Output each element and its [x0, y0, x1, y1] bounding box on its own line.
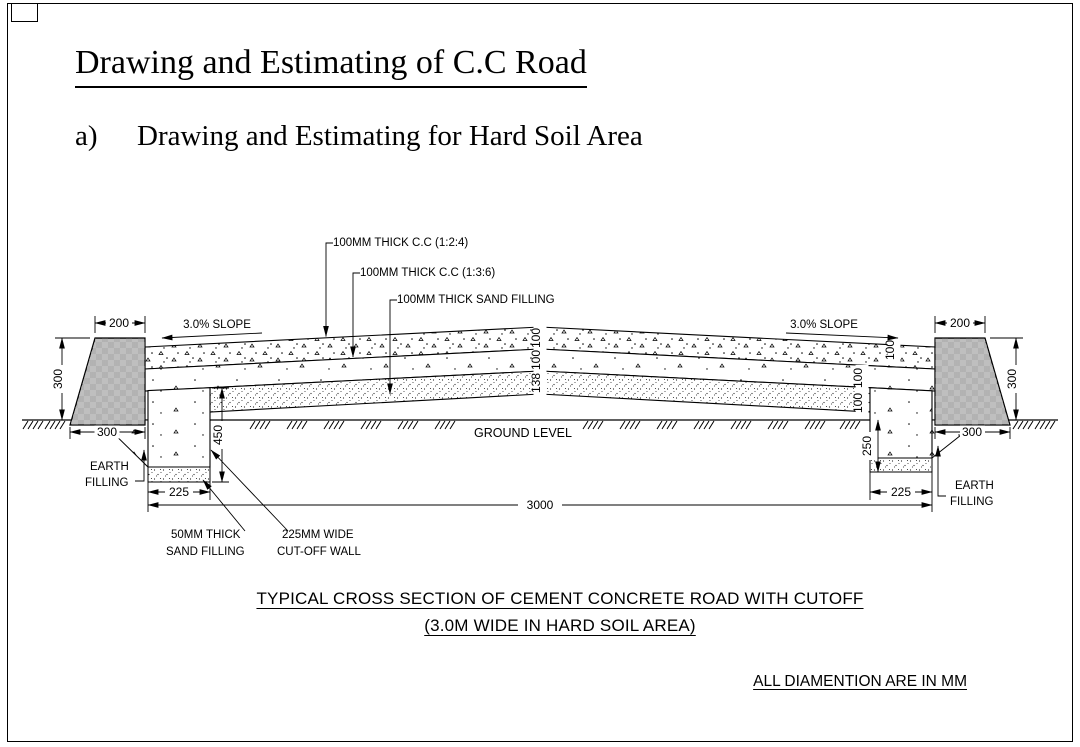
left-sand-bed	[147, 466, 211, 483]
label-earth-left-2: FILLING	[85, 477, 129, 489]
dim-base-left: 300	[97, 425, 117, 439]
sheet-border	[7, 3, 1073, 742]
label-earth-left-1: EARTH	[90, 461, 129, 473]
dim-mid-layer1: 100	[529, 328, 543, 348]
label-earth-right-1: EARTH	[955, 480, 994, 492]
label-slope-left: 3.0% SLOPE	[183, 319, 251, 331]
dim-cutoff-depth-left: 450	[211, 425, 225, 445]
section-title: Drawing and Estimating for Hard Soil Are…	[137, 120, 643, 152]
right-cutoff-wall	[869, 387, 933, 459]
label-slope-right: 3.0% SLOPE	[790, 319, 858, 331]
dim-right-layer1: 100	[883, 340, 897, 360]
caption-line-1: TYPICAL CROSS SECTION OF CEMENT CONCRETE…	[256, 589, 864, 608]
page-title: Drawing and Estimating of C.C Road	[75, 44, 587, 88]
dim-right-layer3: 100	[851, 393, 865, 413]
dim-top-right: 200	[950, 316, 970, 330]
right-sand-bed	[869, 457, 933, 473]
right-masonry-edge	[934, 337, 1011, 426]
drawing-caption: TYPICAL CROSS SECTION OF CEMENT CONCRETE…	[40, 589, 1080, 643]
dim-right-layer2: 100	[851, 368, 865, 388]
label-ground-level: GROUND LEVEL	[474, 426, 572, 440]
dimension-texts: 200 200 300 300 300 300 450 250 225 225 …	[51, 316, 1023, 512]
label-cutoff-note-2: CUT-OFF WALL	[277, 546, 362, 558]
dim-cutoff-width-right: 225	[891, 485, 911, 499]
units-note: ALL DIAMENTION ARE IN MM	[753, 673, 967, 690]
left-cutoff-wall	[147, 387, 211, 468]
dim-cutoff-width-left: 225	[169, 485, 189, 499]
label-sand-note-1: 50MM THICK	[171, 529, 241, 541]
label-layer3: 100MM THICK SAND FILLING	[397, 294, 555, 306]
leader-lines	[135, 242, 946, 532]
dim-mid-layer2: 100	[529, 350, 543, 370]
left-masonry-edge	[69, 337, 146, 426]
label-sand-note-2: SAND FILLING	[166, 546, 245, 558]
section-heading: a) Drawing and Estimating for Hard Soil A…	[75, 120, 643, 153]
label-cutoff-note-1: 225MM WIDE	[282, 529, 354, 541]
label-layer2: 100MM THICK C.C (1:3:6)	[360, 267, 495, 279]
dim-height-left: 300	[51, 369, 65, 389]
dim-road-width: 3000	[527, 498, 554, 512]
dim-cutoff-depth-right: 250	[860, 436, 874, 456]
callout-texts: 100MM THICK C.C (1:2:4) 100MM THICK C.C …	[85, 237, 994, 558]
label-earth-right-2: FILLING	[950, 496, 994, 508]
dim-base-right: 300	[962, 425, 982, 439]
corner-mark	[11, 3, 38, 22]
label-layer1: 100MM THICK C.C (1:2:4)	[333, 237, 468, 249]
caption-line-2: (3.0M WIDE IN HARD SOIL AREA)	[424, 616, 696, 635]
dim-height-right: 300	[1005, 369, 1019, 389]
dim-top-left: 200	[109, 316, 129, 330]
dim-mid-layer3: 138	[529, 373, 543, 393]
section-letter: a)	[75, 120, 98, 152]
